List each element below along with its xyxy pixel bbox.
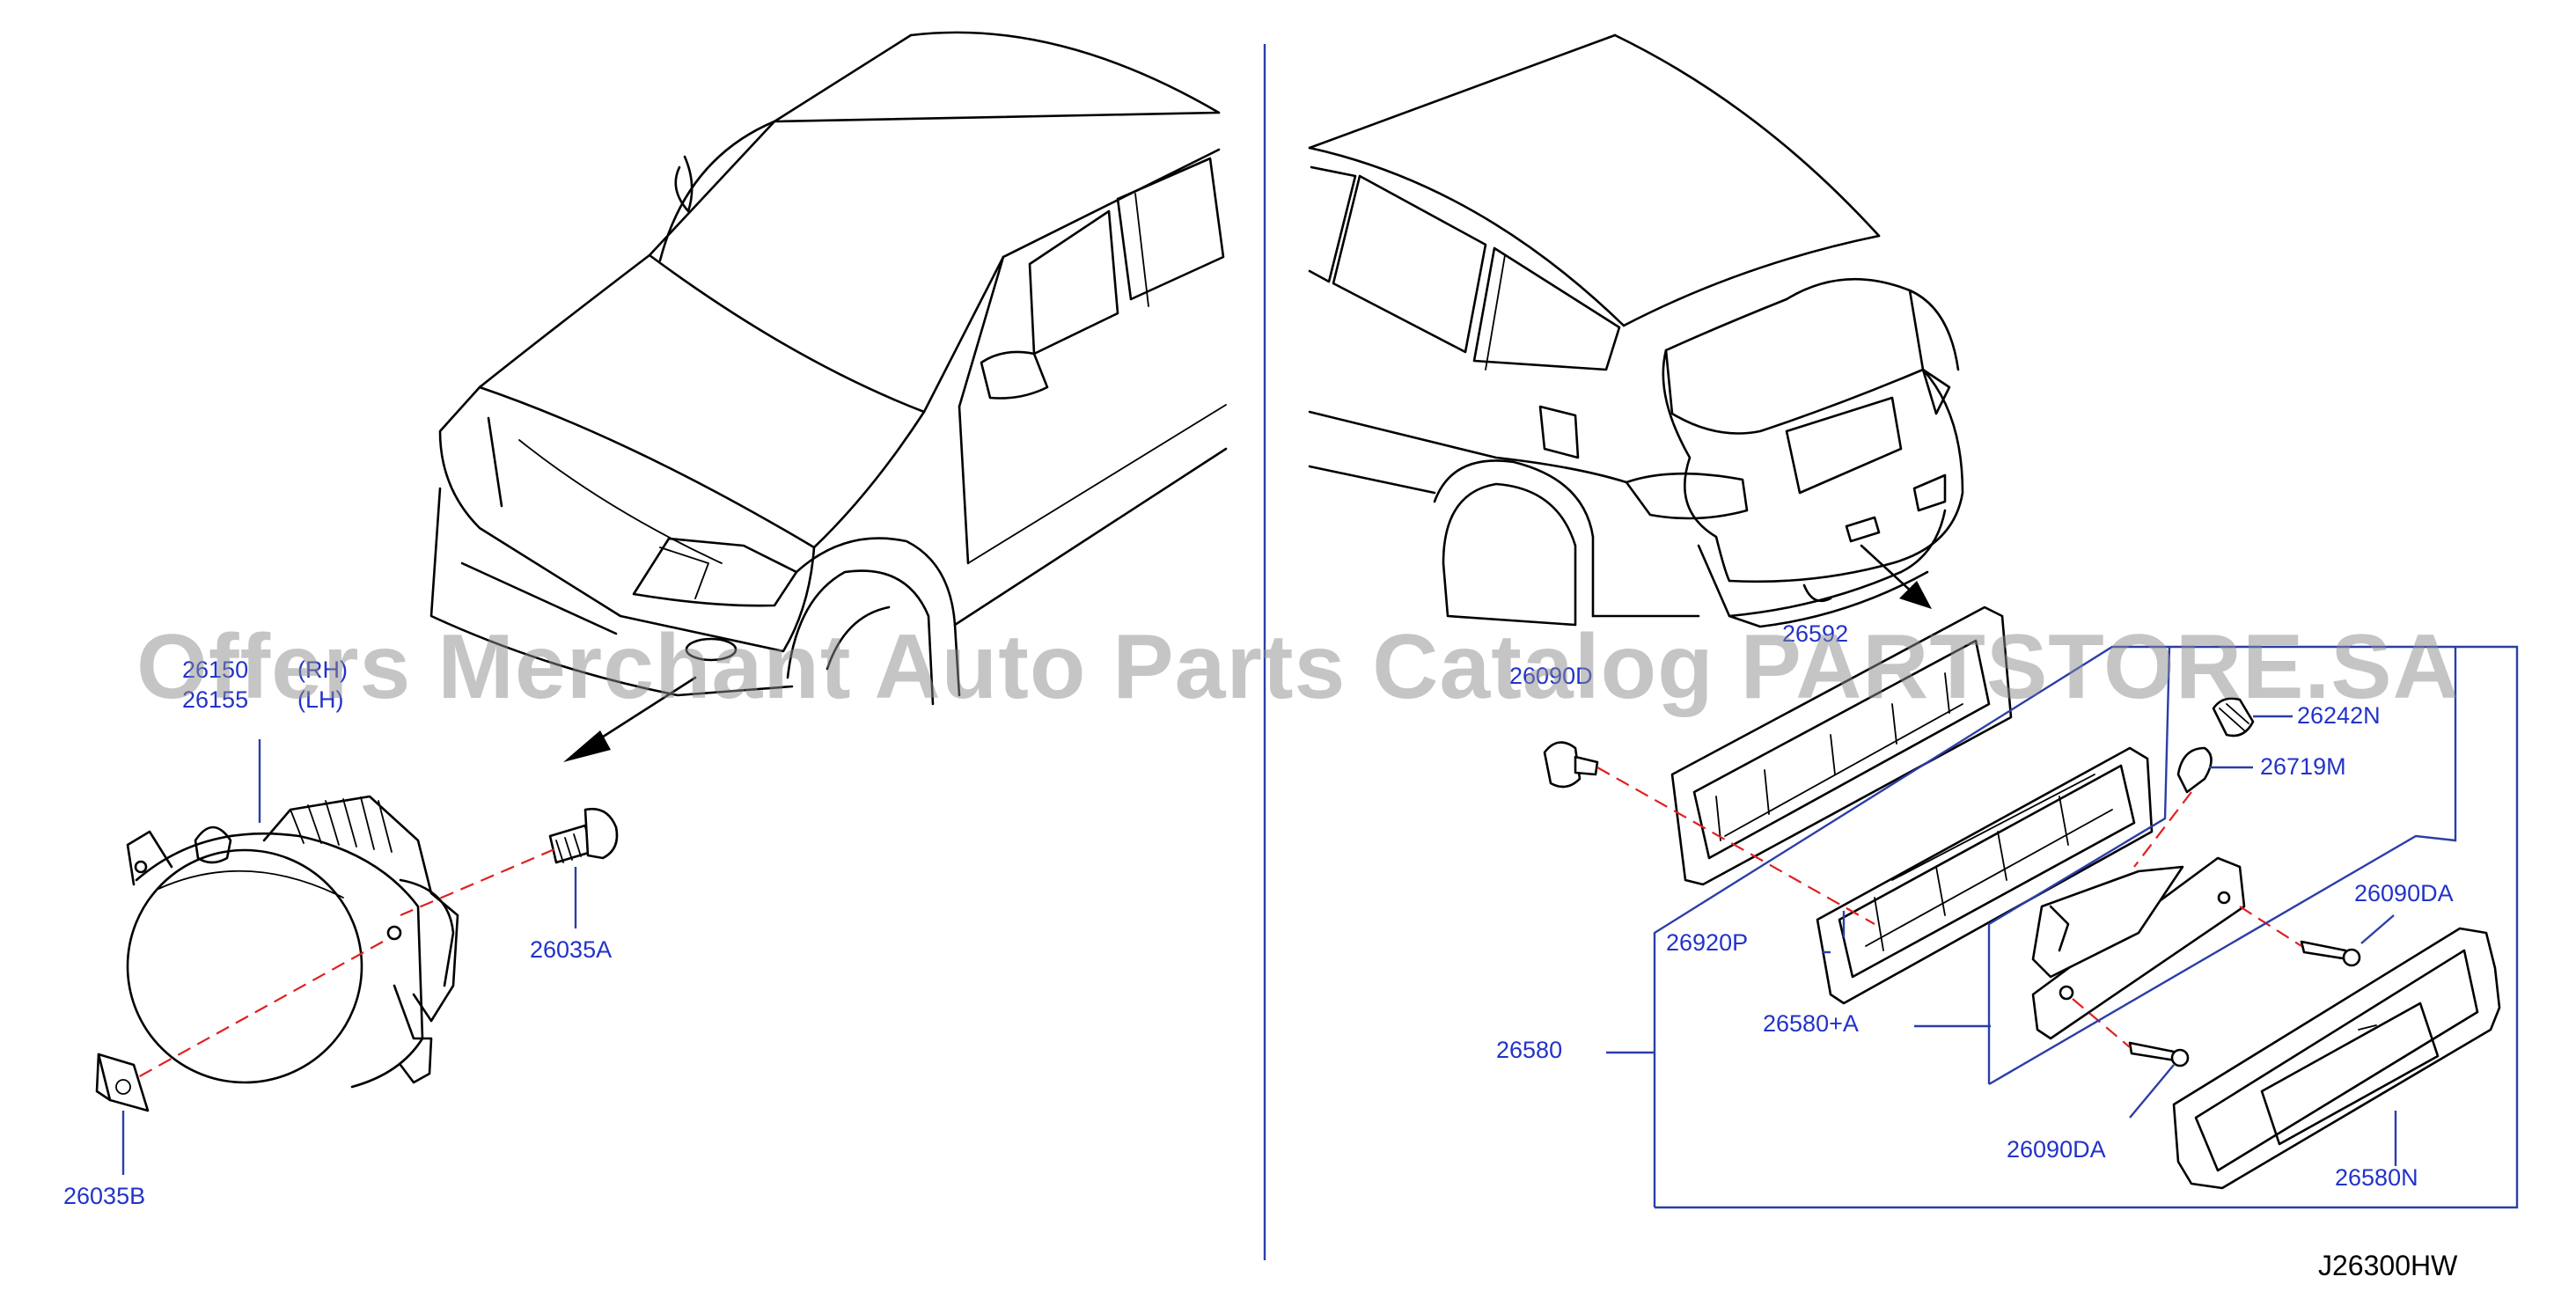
label-fog-lamp-rh-code: 26150 [182,657,249,683]
finisher-26580n-part [2172,927,2501,1190]
bulb-socket-26242n-part [2212,697,2255,737]
install-line-screw-rear [1596,767,1875,925]
label-screw-26090da-bottom: 26090DA [2007,1136,2106,1163]
install-line-clip-front [136,941,384,1079]
label-lamp-frame-26592: 26592 [1782,620,1849,647]
label-screw-26090d: 26090D [1509,663,1593,689]
install-line-screw-da-bottom [2072,998,2131,1048]
install-line-screw-front [400,847,555,917]
label-fog-lamp-lh-code: 26155 [182,686,249,713]
fog-lamp-assembly [126,795,459,1089]
rear-locator-arrow [1860,544,1932,609]
leader-screw-da-top [2360,914,2395,944]
leader-screw-da-bottom [2129,1064,2175,1119]
label-fog-lamp-rh-side: (RH) [297,657,348,683]
label-fog-lamp-lh-side: (LH) [297,686,344,713]
install-line-bulb [2133,791,2192,868]
subassembly-edge [1988,647,2457,1086]
lamp-body-26580a-part [2031,856,2246,1040]
bulb-26719m-part [2176,746,2213,794]
screw-26090d-part [1543,741,1599,789]
label-gasket-26920p: 26920P [1666,929,1749,956]
screw-26090da-bottom-part [2128,1041,2190,1068]
front-vehicle-outline [429,31,1228,706]
front-locator-arrow [563,676,697,762]
subassembly-outline-26580a [1987,646,2171,1084]
label-finisher-26580n: 26580N [2335,1164,2418,1191]
lamp-frame-26592-part [1670,605,2013,886]
clip-26035b-part [95,1053,150,1112]
label-bulb-socket-26242n: 26242N [2297,702,2381,729]
lamp-housing-26920p-part [1816,746,2154,1005]
assembly-outline-26580 [1653,645,2519,1209]
label-screw-26035a: 26035A [530,936,613,963]
screw-26090da-top-part [2300,940,2361,967]
watermark-text: Offers Merchant Auto Parts Catalog PARTS… [136,616,2460,718]
label-clip-26035b: 26035B [63,1183,146,1209]
rear-vehicle-outline [1308,33,1964,628]
diagram-reference-code: J26300HW [2318,1250,2458,1281]
label-bulb-26719m: 26719M [2260,753,2346,780]
label-lens-unit-26580a: 26580+A [1763,1010,1859,1037]
label-assembly-26580: 26580 [1496,1037,1563,1063]
screw-26035a-part [548,807,619,864]
label-screw-26090da-top: 26090DA [2354,880,2454,906]
install-line-screw-da-top [2239,906,2302,947]
